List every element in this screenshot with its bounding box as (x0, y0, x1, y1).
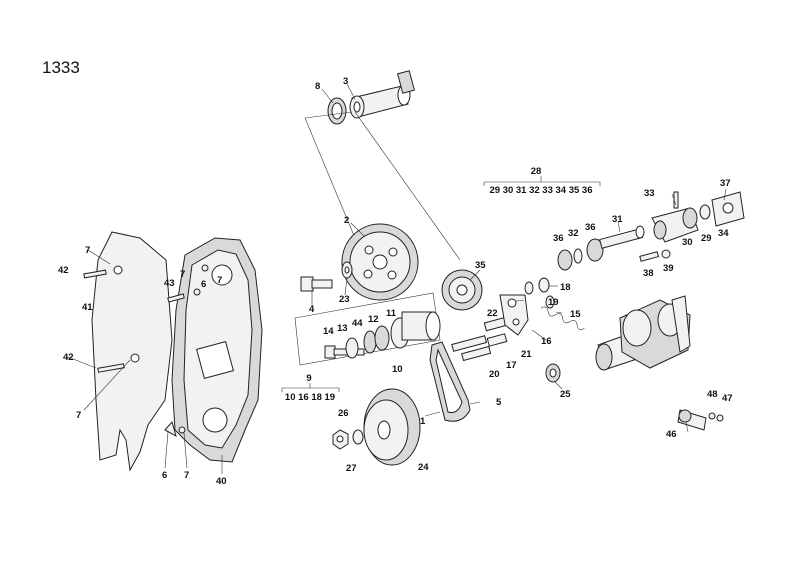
callout-43: 43 (164, 278, 175, 289)
timing-belt (429, 341, 471, 422)
oil-seal (327, 97, 347, 125)
callout-5: 5 (496, 397, 502, 408)
group-9: 9 10 16 18 19 (281, 373, 340, 403)
oil-pump-shaft (557, 225, 645, 271)
bolt-38 (639, 249, 671, 262)
callout-46: 46 (666, 429, 677, 440)
pin-set (451, 316, 509, 362)
callout-35: 35 (475, 260, 486, 271)
group-9-members: 10 16 18 19 (285, 392, 335, 403)
callout-18: 18 (560, 282, 571, 293)
small-bush (524, 277, 555, 309)
pump-cover (682, 191, 745, 229)
camshaft-assembly (349, 70, 415, 119)
callout-21: 21 (521, 349, 532, 360)
callout-25: 25 (560, 389, 571, 400)
callout-27: 27 (346, 463, 357, 474)
callout-41: 41 (82, 302, 93, 313)
callout-40: 40 (216, 476, 227, 487)
callout-7-a: 7 (85, 245, 90, 256)
callout-36-b: 36 (585, 222, 596, 233)
callout-24: 24 (418, 462, 429, 473)
callout-4: 4 (309, 304, 315, 315)
callout-37: 37 (720, 178, 731, 189)
callout-30: 30 (682, 237, 693, 248)
callout-13: 13 (337, 323, 348, 334)
tensioner-spring (540, 306, 585, 330)
callout-48: 48 (707, 389, 718, 400)
callout-33: 33 (644, 188, 655, 199)
washer-26 (352, 429, 364, 445)
callout-19: 19 (548, 297, 559, 308)
callout-14: 14 (323, 326, 334, 337)
outer-timing-cover (91, 231, 173, 472)
sensor-46 (677, 409, 724, 431)
diagram-number: 1333 (42, 58, 80, 77)
bolt-4 (300, 276, 333, 292)
washer-23 (341, 261, 353, 279)
inner-timing-cover (171, 237, 263, 463)
callout-39: 39 (663, 263, 674, 274)
callout-7-b: 7 (180, 269, 185, 280)
crankshaft-pulley (363, 388, 421, 466)
callout-34: 34 (718, 228, 729, 239)
callout-6-b: 6 (162, 470, 167, 481)
cover-bolts (83, 264, 209, 438)
callout-15: 15 (570, 309, 581, 320)
callout-7-e: 7 (184, 470, 189, 481)
callout-12: 12 (368, 314, 379, 325)
callout-26: 26 (338, 408, 349, 419)
callout-20: 20 (489, 369, 500, 380)
callout-42-b: 42 (63, 352, 74, 363)
group-28-members: 29 30 31 32 33 34 35 36 (489, 185, 592, 196)
callout-2: 2 (344, 215, 349, 226)
callout-3: 3 (343, 76, 348, 87)
callout-11: 11 (386, 308, 397, 319)
callout-10: 10 (392, 364, 403, 375)
callout-7-d: 7 (76, 410, 81, 421)
crank-washer (545, 363, 561, 383)
group-9-label: 9 (306, 373, 311, 384)
callout-1: 1 (420, 416, 426, 427)
callout-22: 22 (487, 308, 498, 319)
callout-36-a: 36 (553, 233, 564, 244)
callout-47: 47 (722, 393, 733, 404)
callout-31: 31 (612, 214, 623, 225)
callout-38: 38 (643, 268, 654, 279)
tensioner-bearing (345, 311, 441, 359)
callout-16: 16 (541, 336, 552, 347)
crankshaft (595, 295, 691, 371)
callout-7-c: 7 (217, 275, 222, 286)
callout-32: 32 (568, 228, 579, 239)
callout-23: 23 (339, 294, 350, 305)
callout-44: 44 (352, 318, 363, 329)
callout-6-a: 6 (201, 279, 206, 290)
callout-42-a: 42 (58, 265, 69, 276)
group-28: 28 29 30 31 32 33 34 35 36 (483, 166, 601, 196)
group-28-label: 28 (531, 166, 542, 177)
idler-pulley (441, 269, 483, 311)
leader-lines (67, 83, 727, 474)
callouts: 8 3 2 35 4 23 14 13 44 12 11 10 22 18 19… (58, 76, 733, 487)
callout-29: 29 (701, 233, 712, 244)
callout-8: 8 (315, 81, 320, 92)
camshaft-pulley (341, 223, 419, 301)
tensioner-bracket (499, 294, 529, 336)
callout-17: 17 (506, 360, 517, 371)
nut-27 (332, 429, 349, 450)
